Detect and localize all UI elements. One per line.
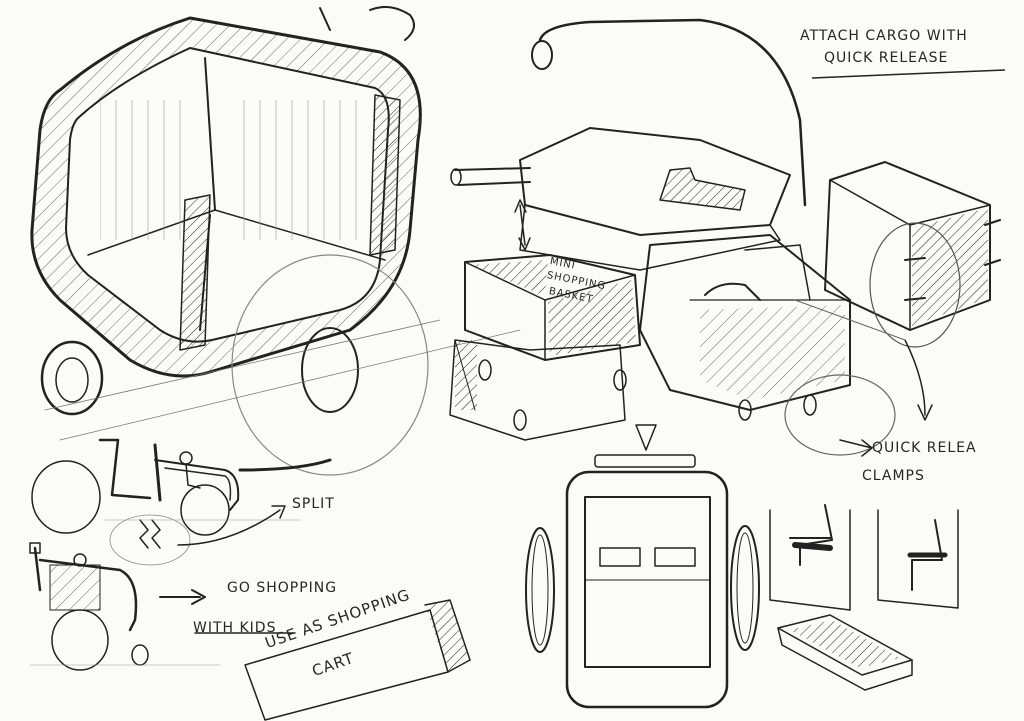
top-view-sketch [525, 454, 760, 709]
note-quick-release: QUICK RELEASE [824, 50, 949, 66]
note-clamps: CLAMPS [862, 468, 925, 484]
note-quick-release-clamps: QUICK RELEA [872, 440, 977, 456]
seat-detail-sketches [769, 504, 959, 691]
note-split: SPLIT [292, 496, 335, 512]
title-underline [811, 69, 1006, 79]
note-with-kids: WITH KIDS [193, 620, 277, 636]
note-go-shopping: GO SHOPPING [227, 580, 338, 596]
large-cab-sketch [30, 5, 521, 476]
cargo-box-sketch [794, 161, 1001, 457]
cart-module-sketch [449, 18, 896, 456]
mode-sketches [29, 438, 471, 721]
note-attach-cargo: ATTACH CARGO WITH [800, 28, 968, 44]
